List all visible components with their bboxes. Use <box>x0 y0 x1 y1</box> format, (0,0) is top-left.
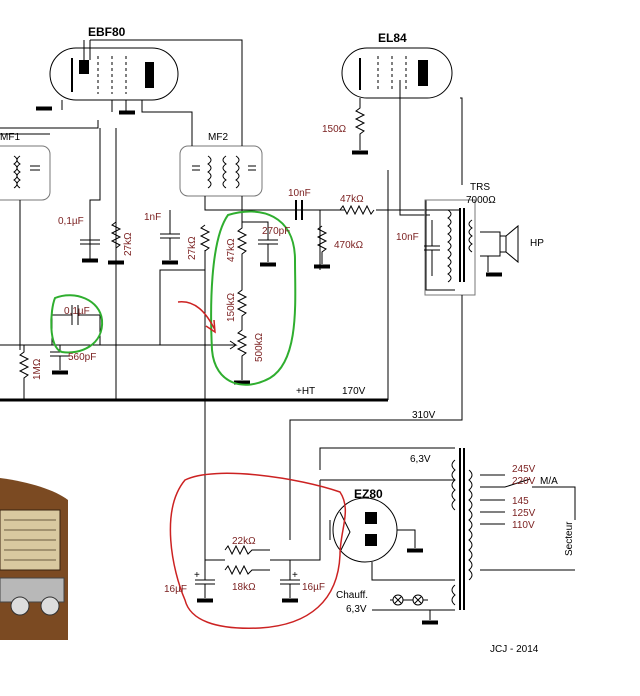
r-18k-label: 18kΩ <box>232 582 256 593</box>
green-mark-small <box>50 294 104 354</box>
r-22k-label: 22kΩ <box>232 536 256 547</box>
c-10nf-trs-label: 10nF <box>396 232 419 243</box>
v63-bottom-label: 6,3V <box>346 604 367 615</box>
green-mark-large <box>210 210 297 386</box>
r-1m-label: 1MΩ <box>32 358 43 380</box>
c-01uf-b-label: 0,1µF <box>64 306 90 317</box>
tap-110-label: 110V <box>512 520 535 531</box>
hp-label: HP <box>530 238 544 249</box>
ebf80-tube <box>49 40 179 112</box>
el84-tube <box>341 47 453 99</box>
speaker-icon <box>480 224 519 278</box>
mains-switch-label: M/A <box>540 476 558 487</box>
heater-label: Chauff. <box>336 590 368 601</box>
v310-label: 310V <box>412 410 436 421</box>
mf2-transformer <box>179 145 263 197</box>
mains-transformer <box>451 448 473 610</box>
c-01uf-a-label: 0,1µF <box>58 216 84 227</box>
trs-label: TRS <box>470 182 490 193</box>
r-27k-b-label: 27kΩ <box>187 236 198 260</box>
c-1nf-label: 1nF <box>144 212 161 223</box>
ez80-label: EZ80 <box>354 487 383 501</box>
ebf80-label: EBF80 <box>88 25 126 39</box>
mf1-transformer <box>0 145 51 201</box>
mf1-label: MF1 <box>0 132 20 143</box>
r-47k-b-label: 47kΩ <box>226 238 237 262</box>
c-560pf-label: 560pF <box>68 352 96 363</box>
r-47k-grid-label: 47kΩ <box>340 194 364 205</box>
r-150k-label: 150kΩ <box>226 292 237 322</box>
tap-245-label: 245V <box>512 464 536 475</box>
c-16uf-left-label: 16µF <box>164 584 187 595</box>
r-150-label: 150Ω <box>322 124 347 135</box>
pot-500k-label: 500kΩ <box>254 332 265 362</box>
mf2-label: MF2 <box>208 132 228 143</box>
c-270pf-label: 270pF <box>262 226 290 237</box>
trs-impedance: 7000Ω <box>466 195 496 206</box>
c-10nf-coupling-label: 10nF <box>288 188 311 199</box>
output-transformer <box>424 199 476 296</box>
tap-220-label: 220V <box>512 476 536 487</box>
ez80-tube <box>332 497 398 563</box>
v63-top-label: 6,3V <box>410 454 431 465</box>
radio-photo <box>0 478 68 640</box>
plus-right: + <box>292 570 298 581</box>
tap-125-label: 125V <box>512 508 536 519</box>
plus-left: + <box>194 570 200 581</box>
tap-145-label: 145 <box>512 496 529 507</box>
r-27k-a-label: 27kΩ <box>123 232 134 256</box>
r-470k-label: 470kΩ <box>334 240 364 251</box>
c-16uf-right-label: 16µF <box>302 582 325 593</box>
credit-label: JCJ - 2014 <box>490 644 539 655</box>
secteur-label: Secteur <box>564 521 575 556</box>
el84-label: EL84 <box>378 31 407 45</box>
pilot-lamps-icon <box>390 594 428 606</box>
ht-label: +HT <box>296 386 315 397</box>
ht-voltage-label: 170V <box>342 386 366 397</box>
red-mark-supply <box>169 472 347 629</box>
red-arrow-icon <box>177 301 216 334</box>
